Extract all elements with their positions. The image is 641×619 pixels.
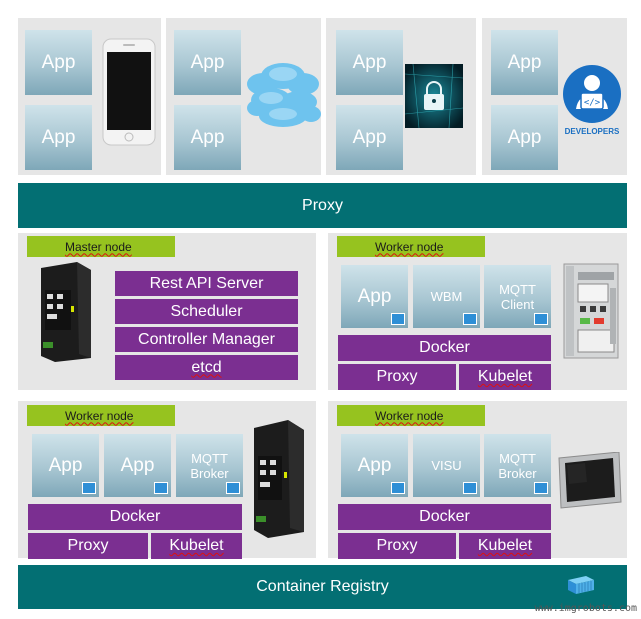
container-icon: [391, 313, 405, 325]
app-tile: App: [336, 105, 403, 170]
container-icon: [463, 313, 477, 325]
container-wbm: WBM: [413, 265, 480, 328]
container-label: App: [48, 454, 83, 476]
app-tile: App: [174, 30, 241, 95]
container-label: App: [357, 285, 392, 307]
container-label: MQTT Client: [499, 281, 536, 312]
app-tile: App: [25, 30, 92, 95]
worker-node-tag: Worker node: [337, 405, 485, 426]
container-app: App: [341, 265, 408, 328]
container-mqtt-broker: MQTT Broker: [176, 434, 243, 497]
master-component: etcd: [115, 355, 298, 380]
container-label: App: [120, 454, 155, 476]
container-icon: [226, 482, 240, 494]
container-app: App: [32, 434, 99, 497]
smartphone-icon: [102, 38, 156, 146]
container-label: App: [357, 454, 392, 476]
worker-node-tag: Worker node: [27, 405, 175, 426]
container-icon: [463, 482, 477, 494]
container-icon: [534, 482, 548, 494]
container-label: WBM: [430, 289, 463, 304]
master-component: Rest API Server: [115, 271, 298, 296]
edge-device-icon: [248, 420, 306, 538]
container-label: MQTT Broker: [190, 450, 229, 481]
worker-node-tag: Worker node: [337, 236, 485, 257]
container-icon: [82, 482, 96, 494]
app-tile: App: [174, 105, 241, 170]
cloud-icon: [243, 58, 323, 130]
container-registry-bar: Container Registry: [18, 565, 627, 609]
container-visu: VISU: [413, 434, 480, 497]
security-lock-icon: [404, 63, 464, 129]
edge-device-icon: [33, 262, 95, 362]
container-mqtt-client: MQTT Client: [484, 265, 551, 328]
app-tile: App: [25, 105, 92, 170]
worker-node-tag-label: Worker node: [375, 408, 444, 423]
master-component: Scheduler: [115, 299, 298, 324]
worker-node-tag-label: Worker node: [65, 408, 134, 423]
kubelet-label: Kubelet: [477, 368, 533, 385]
container-icon: [391, 482, 405, 494]
developer-icon: </>: [561, 63, 623, 125]
docker-bar: Docker: [338, 335, 551, 361]
container-icon: [534, 313, 548, 325]
docker-bar: Docker: [28, 504, 242, 530]
master-component: Controller Manager: [115, 327, 298, 352]
kubelet-label: Kubelet: [169, 537, 224, 554]
container-app: App: [104, 434, 171, 497]
etcd-label: etcd: [191, 358, 222, 376]
container-label: VISU: [431, 458, 462, 473]
proxy-box: Proxy: [28, 533, 148, 559]
kubelet-box: Kubelet: [459, 364, 551, 390]
shipping-container-icon: [566, 574, 596, 596]
svg-text:</>: </>: [584, 98, 601, 108]
kubelet-box: Kubelet: [459, 533, 551, 559]
worker-node-tag-label: Worker node: [375, 239, 444, 254]
plc-controller-icon: [560, 262, 622, 360]
app-tile: App: [491, 30, 558, 95]
proxy-bar: Proxy: [18, 183, 627, 228]
touch-panel-icon: [555, 451, 623, 510]
proxy-box: Proxy: [338, 364, 456, 390]
app-tile: App: [491, 105, 558, 170]
kubelet-label: Kubelet: [477, 537, 533, 554]
proxy-box: Proxy: [338, 533, 456, 559]
container-app: App: [341, 434, 408, 497]
container-mqtt-broker: MQTT Broker: [484, 434, 551, 497]
app-tile: App: [336, 30, 403, 95]
kubelet-box: Kubelet: [151, 533, 242, 559]
docker-bar: Docker: [338, 504, 551, 530]
developers-label: DEVELOPERS: [564, 127, 620, 136]
container-label: MQTT Broker: [498, 450, 537, 481]
master-node-tag-label: Master node: [65, 239, 132, 254]
master-node-tag: Master node: [27, 236, 175, 257]
container-icon: [154, 482, 168, 494]
watermark-text: www.imgrobots.com: [534, 603, 637, 614]
